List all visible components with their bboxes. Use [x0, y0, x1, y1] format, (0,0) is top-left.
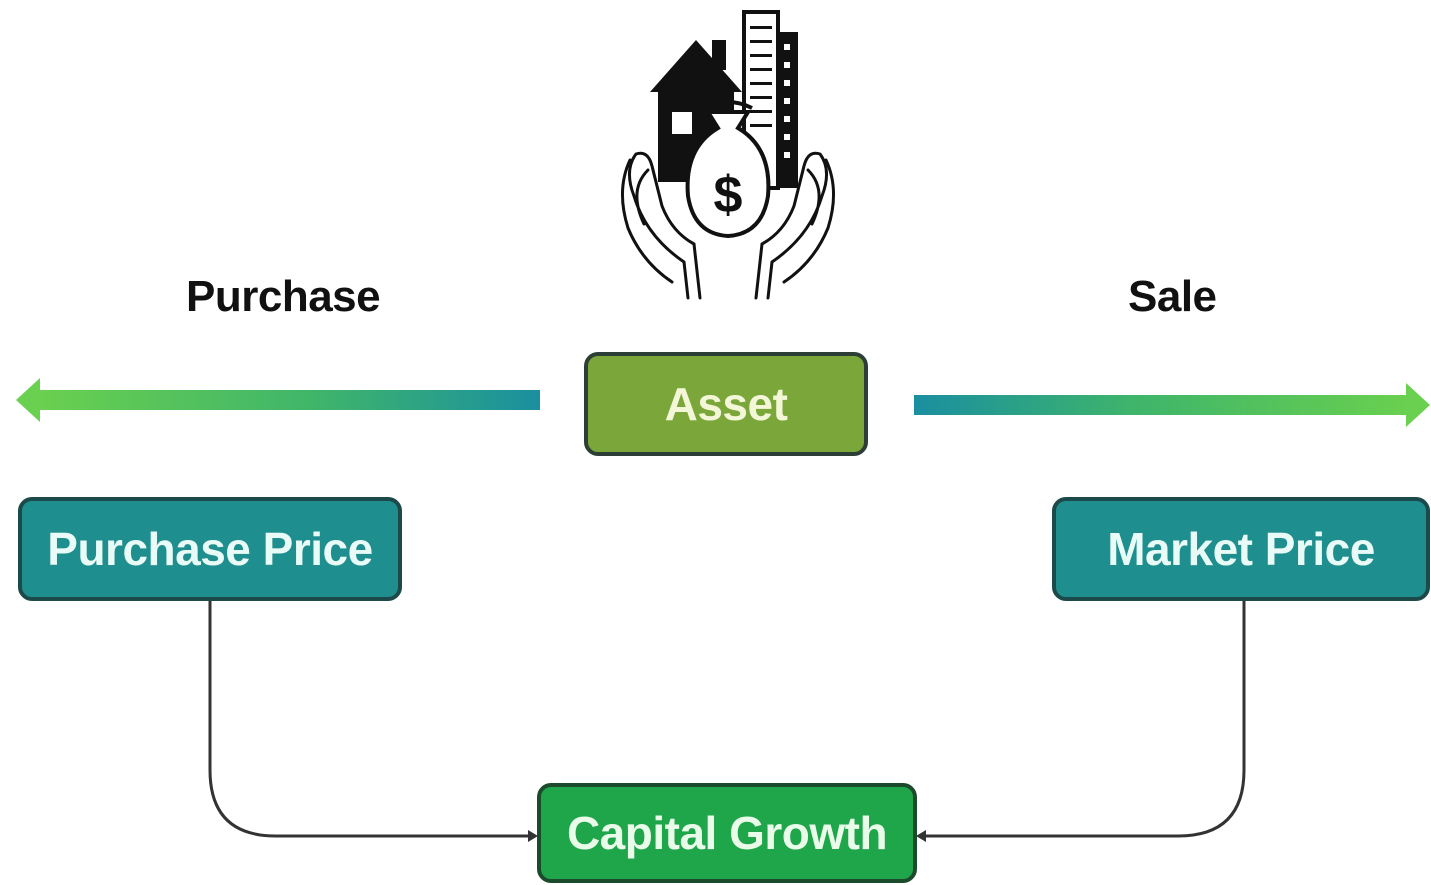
connector-arrowhead-left	[528, 830, 538, 842]
connector-arrowhead-right	[916, 830, 926, 842]
sale-label: Sale	[1128, 272, 1217, 321]
sale-arrow	[914, 383, 1430, 427]
purchase-price-box: Purchase Price	[18, 497, 402, 601]
purchase-label: Purchase	[186, 272, 381, 321]
connector-purchase-to-growth	[208, 601, 532, 838]
market-price-box: Market Price	[1052, 497, 1430, 601]
svg-text:$: $	[714, 166, 743, 224]
purchase-arrow	[16, 378, 540, 422]
connector-market-to-growth	[922, 601, 1246, 838]
asset-box: Asset	[584, 352, 868, 456]
house-building-money-bag-hands-icon: $	[620, 10, 836, 300]
capital-growth-box: Capital Growth	[537, 783, 917, 883]
